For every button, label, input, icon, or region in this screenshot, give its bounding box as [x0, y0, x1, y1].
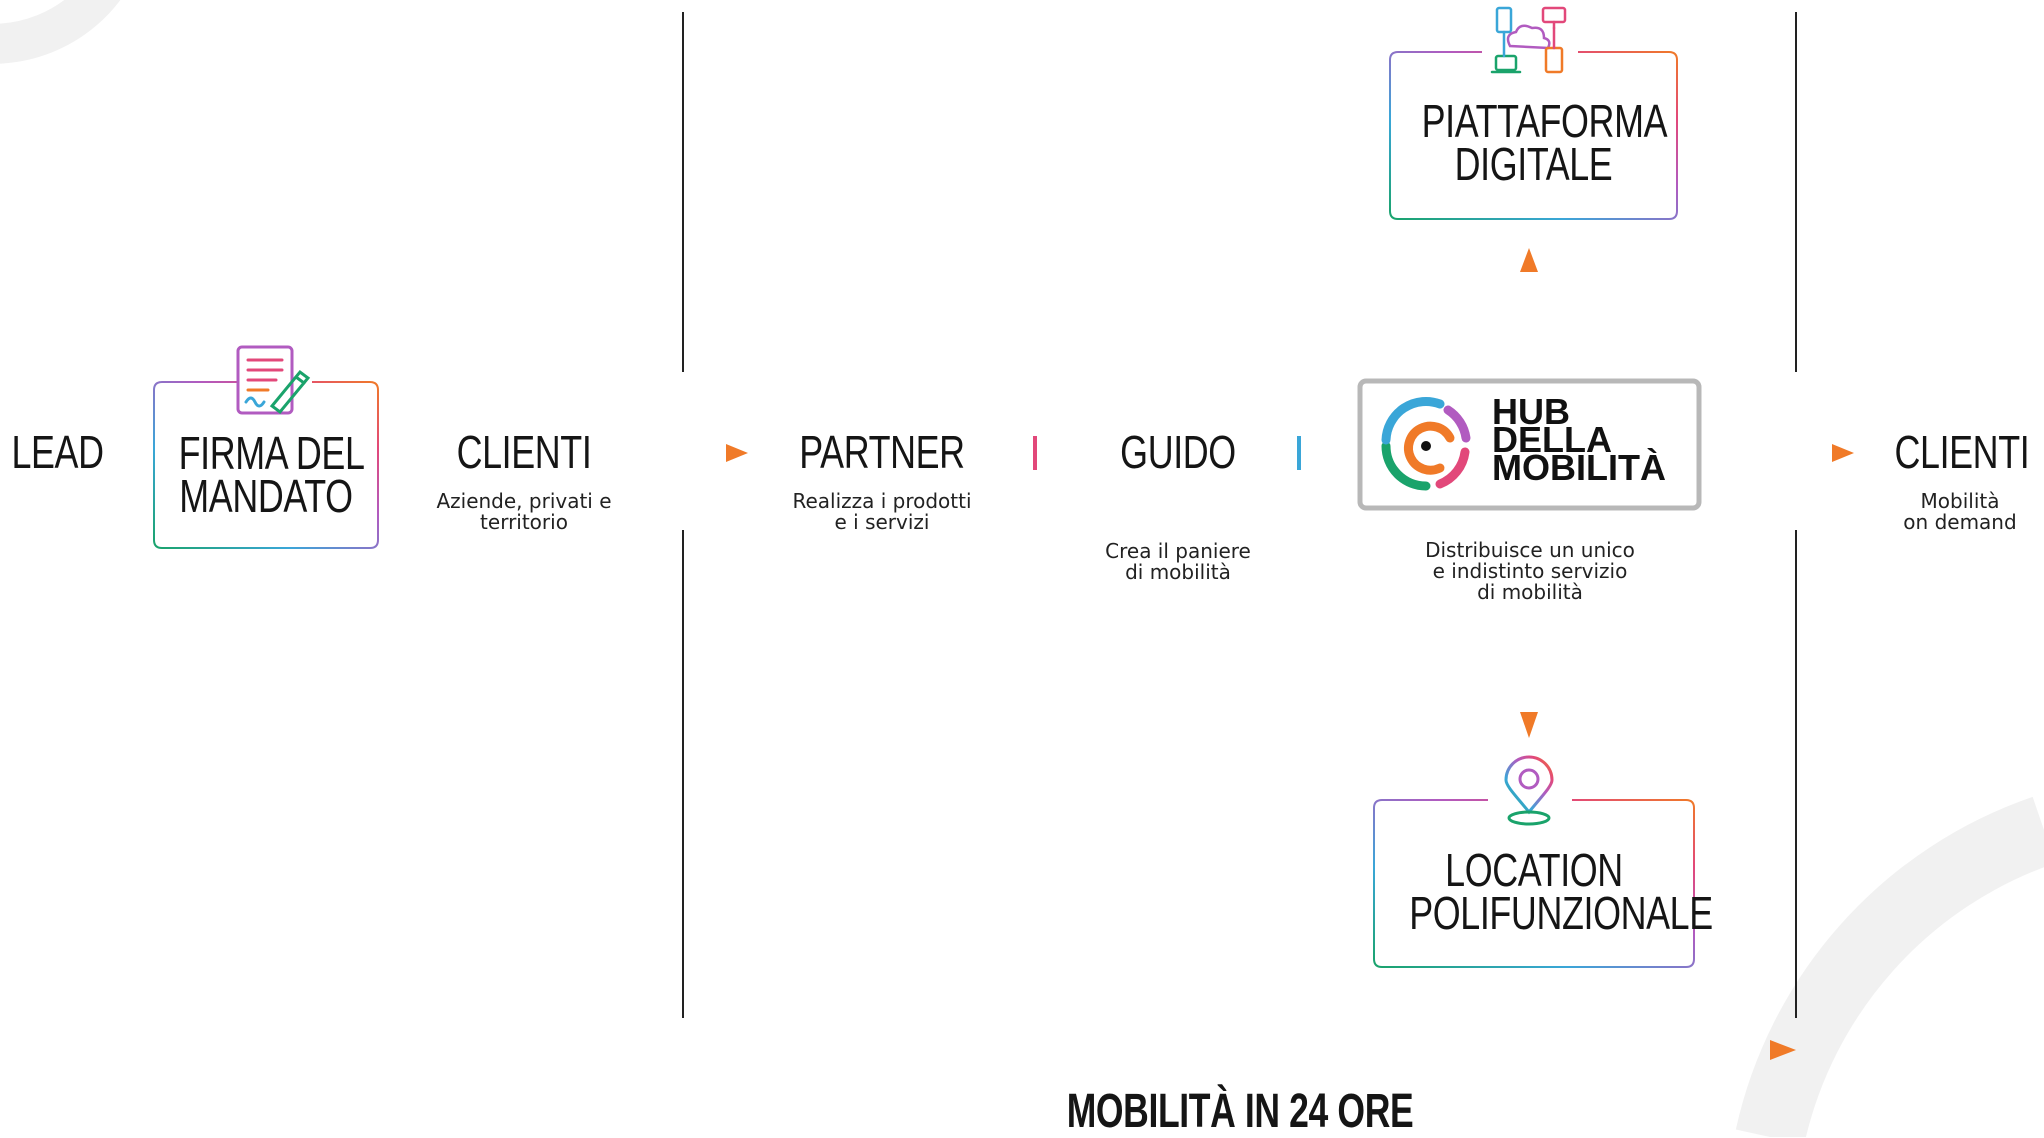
hub-logo-line2: DELLA	[1492, 419, 1612, 460]
partner-label: PARTNER	[799, 426, 965, 478]
firma-box	[153, 381, 379, 549]
clienti-left-label: CLIENTI	[456, 426, 592, 478]
hub-logo-mark	[1381, 396, 1471, 491]
hub-logo-line1: HUB	[1492, 391, 1570, 432]
arrow-hub-clienti	[1740, 444, 1854, 462]
arrow-clienti-partner	[635, 444, 748, 462]
signed-document-icon	[236, 345, 311, 415]
guido-desc: Crea il paniere di mobilità	[1105, 539, 1251, 584]
footer-label: MOBILITÀ IN 24 ORE	[1066, 1085, 1414, 1138]
background-arc-top-left	[0, 0, 121, 64]
cloud-network-icon	[1490, 6, 1567, 74]
piattaforma-line1: PIATTAFORMA	[1421, 95, 1668, 147]
map-pin-icon	[1504, 755, 1554, 826]
hub-desc: Distribuisce un unico e indistinto servi…	[1425, 538, 1635, 604]
plus-sign-2	[1282, 436, 1316, 470]
arrow-hub-piattaforma	[1520, 248, 1538, 358]
location-line2: POLIFUNZIONALE	[1409, 887, 1713, 939]
clienti-left-desc: Aziende, privati e territorio	[436, 489, 612, 534]
location-line1: LOCATION	[1445, 844, 1623, 896]
partner-desc: Realizza i prodotti e i servizi	[792, 489, 972, 534]
piattaforma-line2: DIGITALE	[1454, 138, 1613, 190]
arrow-mobilita-24-ore	[683, 1040, 1796, 1060]
background-arc-bottom-right	[1735, 796, 2044, 1137]
arrow-hub-location	[1520, 626, 1538, 738]
firma-label-line1: FIRMA DEL	[178, 427, 365, 479]
hub-logo-text: HUB DELLA MOBILITÀ	[1492, 391, 1692, 488]
location-box	[1373, 799, 1695, 968]
guido-label: GUIDO	[1120, 426, 1236, 478]
stage-lead-label: LEAD	[11, 426, 104, 478]
clienti-right-label: CLIENTI	[1894, 426, 2030, 478]
hub-logo-line3: MOBILITÀ	[1492, 447, 1666, 488]
clienti-right-desc: Mobilità on demand	[1903, 489, 2017, 534]
firma-label-line2: MANDATO	[179, 470, 353, 522]
piattaforma-box	[1389, 51, 1678, 220]
